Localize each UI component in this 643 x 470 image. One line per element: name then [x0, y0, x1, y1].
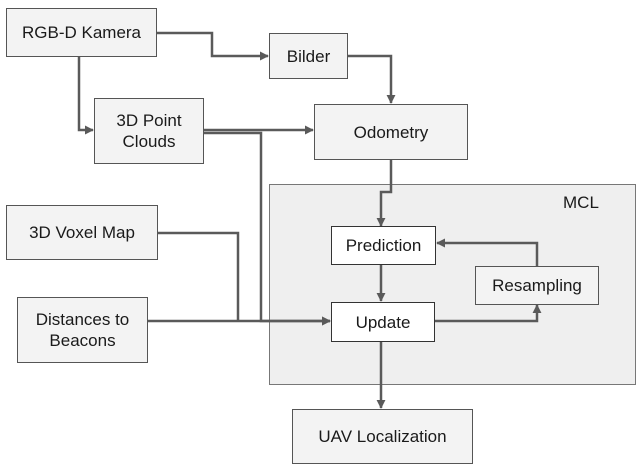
edge-resampling-to-prediction [436, 238, 539, 266]
node-bilder: Bilder [269, 33, 348, 79]
node-uav-localization: UAV Localization [292, 409, 473, 464]
edge-voxelmap-to-update [158, 231, 240, 321]
edge-pointclouds-to-update [204, 131, 331, 326]
edge-bilder-to-odometry [348, 54, 396, 104]
mcl-label: MCL [563, 193, 599, 212]
node-point-clouds: 3D Point Clouds [94, 98, 204, 164]
node-prediction: Prediction [331, 226, 436, 265]
edge-camera-to-pointclouds [77, 57, 94, 135]
node-rgbd-camera: RGB-D Kamera [6, 8, 157, 57]
node-distances-to-beacons: Distances to Beacons [17, 297, 148, 363]
node-update: Update [331, 302, 435, 342]
node-voxel-map: 3D Voxel Map [6, 205, 158, 260]
edge-update-to-resampling [435, 304, 542, 323]
node-resampling: Resampling [475, 266, 599, 305]
edge-odometry-to-prediction [376, 160, 393, 227]
node-odometry: Odometry [314, 104, 468, 160]
edge-camera-to-bilder [157, 31, 269, 61]
